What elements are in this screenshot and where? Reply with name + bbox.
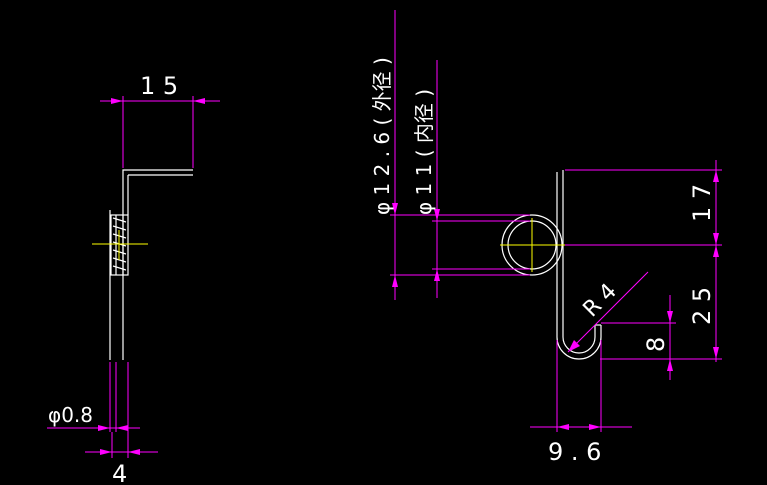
lower-height-dimension: 2 5 <box>600 245 722 362</box>
inner-dia-label: φ 1 1 ( 内径 ) <box>412 89 436 215</box>
spring-front-profile <box>501 170 602 360</box>
wire-dia-label: φ0.8 <box>48 403 93 427</box>
right-centerline <box>500 218 565 272</box>
outer-dia-label: φ 1 2 . 6 ( 外径 ) <box>370 57 394 215</box>
coil-length-label: 4 <box>112 460 127 485</box>
upper-height-label: 1 7 <box>688 184 716 222</box>
coil-length-dimension: 4 <box>85 362 158 485</box>
lower-height-label: 2 5 <box>688 287 716 325</box>
upper-height-dimension: 1 7 <box>565 160 722 252</box>
left-centerline <box>92 230 148 260</box>
hook-width-dimension: 9 . 6 <box>530 340 632 466</box>
wire-diameter-dimension: φ0.8 <box>47 362 140 432</box>
width-dim-label: 1 5 <box>140 72 178 100</box>
radius-label: R 4 <box>579 279 622 322</box>
outer-diameter-dimension: φ 1 2 . 6 ( 外径 ) <box>370 10 530 300</box>
hook-width-label: 9 . 6 <box>548 438 601 466</box>
radius-dimension: R 4 <box>567 271 649 353</box>
left-view: 1 5 φ0.8 4 <box>47 72 220 485</box>
inner-diameter-dimension: φ 1 1 ( 内径 ) <box>412 60 530 298</box>
spring-side-profile <box>109 169 193 360</box>
width-dimension: 1 5 <box>100 72 220 168</box>
right-view: φ 1 2 . 6 ( 外径 ) φ 1 1 ( 内径 ) 1 7 2 <box>370 10 722 466</box>
hook-height-label: 8 <box>642 337 670 352</box>
hook-height-dimension: 8 <box>601 295 676 380</box>
